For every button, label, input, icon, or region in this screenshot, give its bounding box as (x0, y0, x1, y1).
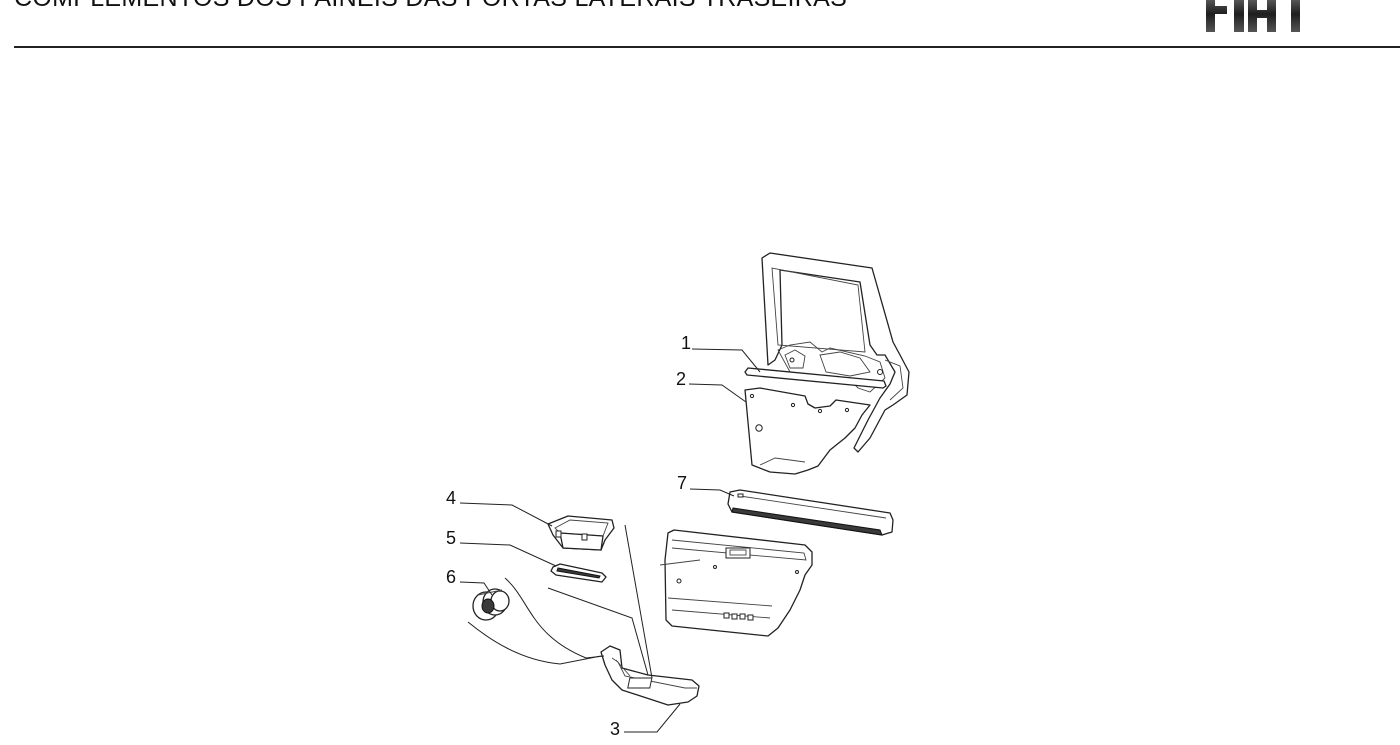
assembly-guide-lines (467, 524, 653, 679)
page-title: COMPLEMENTOS DOS PAINEIS DAS PORTAS LATE… (14, 0, 847, 13)
door-trim-panel (659, 529, 813, 637)
part-1-weatherstrip (744, 367, 887, 389)
callout-1: 1 (681, 333, 691, 353)
callout-3: 3 (610, 719, 620, 739)
part-7-upper-trim (727, 489, 894, 536)
callout-4: 4 (446, 488, 456, 508)
header-rule (14, 46, 1400, 48)
callouts: 1 2 3 4 5 6 7 (446, 333, 761, 739)
callout-5: 5 (446, 528, 456, 548)
part-3-armrest (600, 645, 700, 706)
part-4-switch-housing (547, 515, 615, 551)
part-2-waterproof-sheet (744, 387, 871, 475)
part-6-plug (472, 588, 510, 621)
callout-7: 7 (677, 473, 687, 493)
callout-2: 2 (676, 369, 686, 389)
part-5-grille (550, 563, 607, 583)
fiat-logo (1206, 0, 1312, 32)
callout-6: 6 (446, 567, 456, 587)
